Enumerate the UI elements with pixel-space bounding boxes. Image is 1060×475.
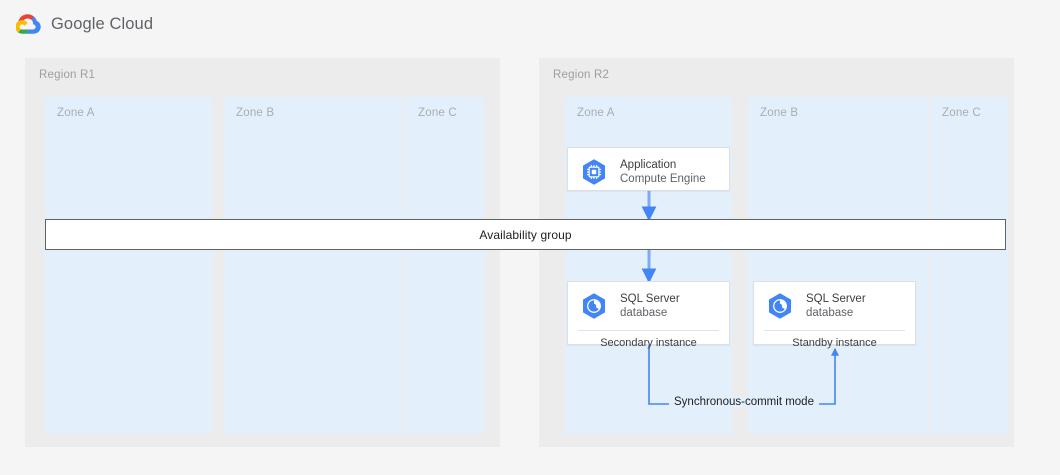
card-footer-secondary-instance: Secondary instance: [600, 337, 697, 349]
card-subtitle: database: [620, 307, 668, 319]
card-title: SQL Server: [620, 293, 680, 305]
region-r1-label: Region R1: [39, 69, 96, 81]
zone-label: Zone C: [418, 107, 457, 119]
zone-label: Zone B: [236, 107, 275, 119]
availability-group-label: Availability group: [479, 227, 572, 242]
card-title: SQL Server: [806, 293, 866, 305]
region-r1-zone-a: Zone A: [45, 97, 212, 434]
google-cloud-logo-icon: [16, 14, 41, 34]
page-header: Google Cloud: [0, 0, 1060, 48]
card-title: Application: [620, 159, 677, 171]
zone-label: Zone B: [760, 107, 799, 119]
region-r1-zone-b: Zone B: [224, 97, 404, 434]
card-sql-server-secondary[interactable]: SQL Server database Secondary instance: [567, 281, 730, 349]
card-sql-secondary-text: SQL Server database: [620, 292, 680, 320]
region-r2-zone-c: Zone C: [930, 97, 1008, 434]
card-application[interactable]: Application Compute Engine: [567, 147, 730, 191]
card-footer-standby-instance: Standby instance: [792, 337, 877, 349]
region-r2-label: Region R2: [553, 69, 610, 81]
card-application-body: Application Compute Engine: [568, 148, 729, 196]
synchronous-commit-mode-label: Synchronous-commit mode: [669, 396, 819, 408]
google-cloud-wordmark: Google Cloud: [51, 14, 154, 33]
card-subtitle: database: [806, 307, 854, 319]
region-r2-zone-b: Zone B: [748, 97, 928, 434]
card-sql-server-standby[interactable]: SQL Server database Standby instance: [753, 281, 916, 349]
compute-engine-icon: [582, 159, 606, 185]
card-application-text: Application Compute Engine: [620, 158, 706, 186]
card-divider: [764, 330, 905, 331]
card-subtitle: Compute Engine: [620, 173, 706, 185]
card-sql-standby-body: SQL Server database: [754, 282, 915, 330]
zone-label: Zone C: [942, 107, 981, 119]
card-divider: [578, 330, 719, 331]
sql-server-database-icon: [582, 293, 606, 319]
card-sql-secondary-body: SQL Server database: [568, 282, 729, 330]
zone-label: Zone A: [57, 107, 95, 119]
zone-label: Zone A: [577, 107, 615, 119]
availability-group-bar: Availability group: [45, 219, 1006, 250]
sql-server-database-icon: [768, 293, 792, 319]
region-r1-zone-c: Zone C: [406, 97, 484, 434]
card-sql-standby-text: SQL Server database: [806, 292, 866, 320]
